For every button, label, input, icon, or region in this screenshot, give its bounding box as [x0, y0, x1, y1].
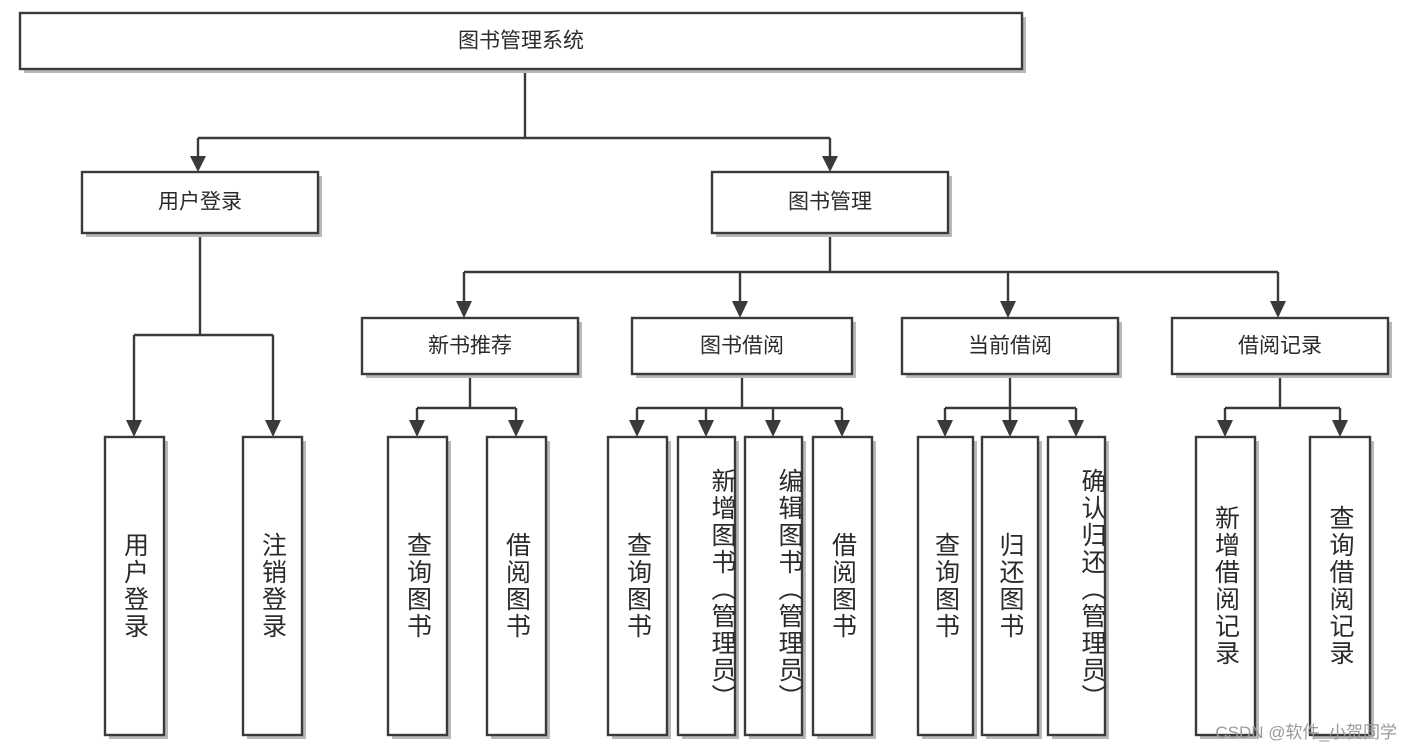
node-leaf-user-logout[interactable] — [241, 435, 306, 739]
node-leaf-query-record-box — [1308, 435, 1372, 737]
node-new-book-rec[interactable]: 新书推荐 — [360, 316, 582, 378]
arrow-head-leaf-return-book — [1002, 420, 1018, 437]
arrow-head-leaf-query-book — [629, 420, 645, 437]
node-book-manage-label: 图书管理 — [788, 191, 872, 214]
node-new-book-rec-label: 新书推荐 — [428, 335, 512, 358]
node-new-book-rec-box — [360, 316, 580, 376]
arrow-head-leaf-query-record — [1332, 420, 1348, 437]
arrow-head-leaf-edit-book — [765, 420, 781, 437]
node-leaf-borrow-book-box — [811, 435, 874, 737]
node-current-borrow-label: 当前借阅 — [968, 335, 1052, 358]
node-book-borrow-box — [630, 316, 854, 376]
node-leaf-user-logout-box — [241, 435, 304, 737]
node-borrow-record-label: 借阅记录 — [1238, 335, 1322, 358]
node-current-borrow-box — [900, 316, 1120, 376]
node-leaf-add-record-box — [1194, 435, 1257, 737]
node-borrow-record-box — [1170, 316, 1390, 376]
node-leaf-borrow-book-rec-box — [485, 435, 548, 737]
arrow-head-leaf-confirm-return — [1068, 420, 1084, 437]
node-leaf-query-book-rec-box — [386, 435, 449, 737]
connector-group-new-book-rec — [409, 374, 524, 437]
node-current-borrow[interactable]: 当前借阅 — [900, 316, 1122, 378]
arrow-head-leaf-user-login — [126, 420, 142, 437]
node-leaf-add-book[interactable] — [676, 435, 739, 739]
node-leaf-user-login-box — [103, 435, 166, 737]
node-leaf-query-record[interactable] — [1308, 435, 1374, 739]
arrow-head-leaf-borrow-book — [834, 420, 850, 437]
node-leaf-return-book[interactable] — [980, 435, 1042, 739]
node-user-login-box — [80, 170, 320, 235]
arrow-head-leaf-query-book-rec — [409, 420, 425, 437]
node-leaf-query-book-cur[interactable] — [916, 435, 977, 739]
connector-group-current-borrow — [937, 374, 1084, 437]
connector-group-root — [190, 69, 838, 172]
node-leaf-confirm-return-box — [1046, 435, 1107, 737]
node-leaf-query-book-cur-box — [916, 435, 975, 737]
node-leaf-borrow-book-rec[interactable] — [485, 435, 550, 739]
arrow-head-user-login — [190, 156, 206, 172]
node-user-login-label: 用户登录 — [158, 191, 242, 214]
node-book-manage-box — [710, 170, 950, 235]
node-leaf-edit-book-box — [743, 435, 804, 737]
connector-group-book-manage — [456, 233, 1286, 318]
node-leaf-borrow-book[interactable] — [811, 435, 876, 739]
csdn-watermark: CSDN @软件_小贺同学 — [1215, 723, 1397, 742]
arrow-head-leaf-borrow-book-rec — [508, 420, 524, 437]
node-leaf-query-book[interactable] — [606, 435, 671, 739]
arrow-head-leaf-add-book — [698, 420, 714, 437]
arrow-head-leaf-query-book-cur — [937, 420, 953, 437]
node-leaf-edit-book[interactable] — [743, 435, 806, 739]
node-leaf-query-book-box — [606, 435, 669, 737]
connector-group-book-borrow — [629, 374, 850, 437]
node-root-label: 图书管理系统 — [458, 30, 584, 53]
arrow-head-borrow-record — [1270, 301, 1286, 318]
arrow-head-new-book-rec — [456, 301, 472, 318]
arrow-head-book-manage — [822, 156, 838, 172]
node-borrow-record[interactable]: 借阅记录 — [1170, 316, 1392, 378]
node-leaf-return-book-box — [980, 435, 1040, 737]
node-leaf-add-record[interactable] — [1194, 435, 1259, 739]
node-root-box — [18, 11, 1024, 71]
node-root[interactable]: 图书管理系统 — [18, 11, 1026, 73]
connector-group-user-login — [126, 233, 281, 437]
node-user-login[interactable]: 用户登录 — [80, 170, 322, 237]
arrow-head-current-borrow — [1000, 301, 1016, 318]
node-leaf-user-login[interactable] — [103, 435, 168, 739]
node-book-borrow-label: 图书借阅 — [700, 335, 784, 358]
node-leaf-add-book-box — [676, 435, 737, 737]
node-leaf-confirm-return[interactable] — [1046, 435, 1109, 739]
arrow-head-leaf-user-logout — [265, 420, 281, 437]
node-book-borrow[interactable]: 图书借阅 — [630, 316, 856, 378]
arrow-head-leaf-add-record — [1217, 420, 1233, 437]
node-leaf-query-book-rec[interactable] — [386, 435, 451, 739]
node-book-manage[interactable]: 图书管理 — [710, 170, 952, 237]
connector-group-borrow-record — [1217, 374, 1348, 437]
arrow-head-book-borrow — [732, 301, 748, 318]
